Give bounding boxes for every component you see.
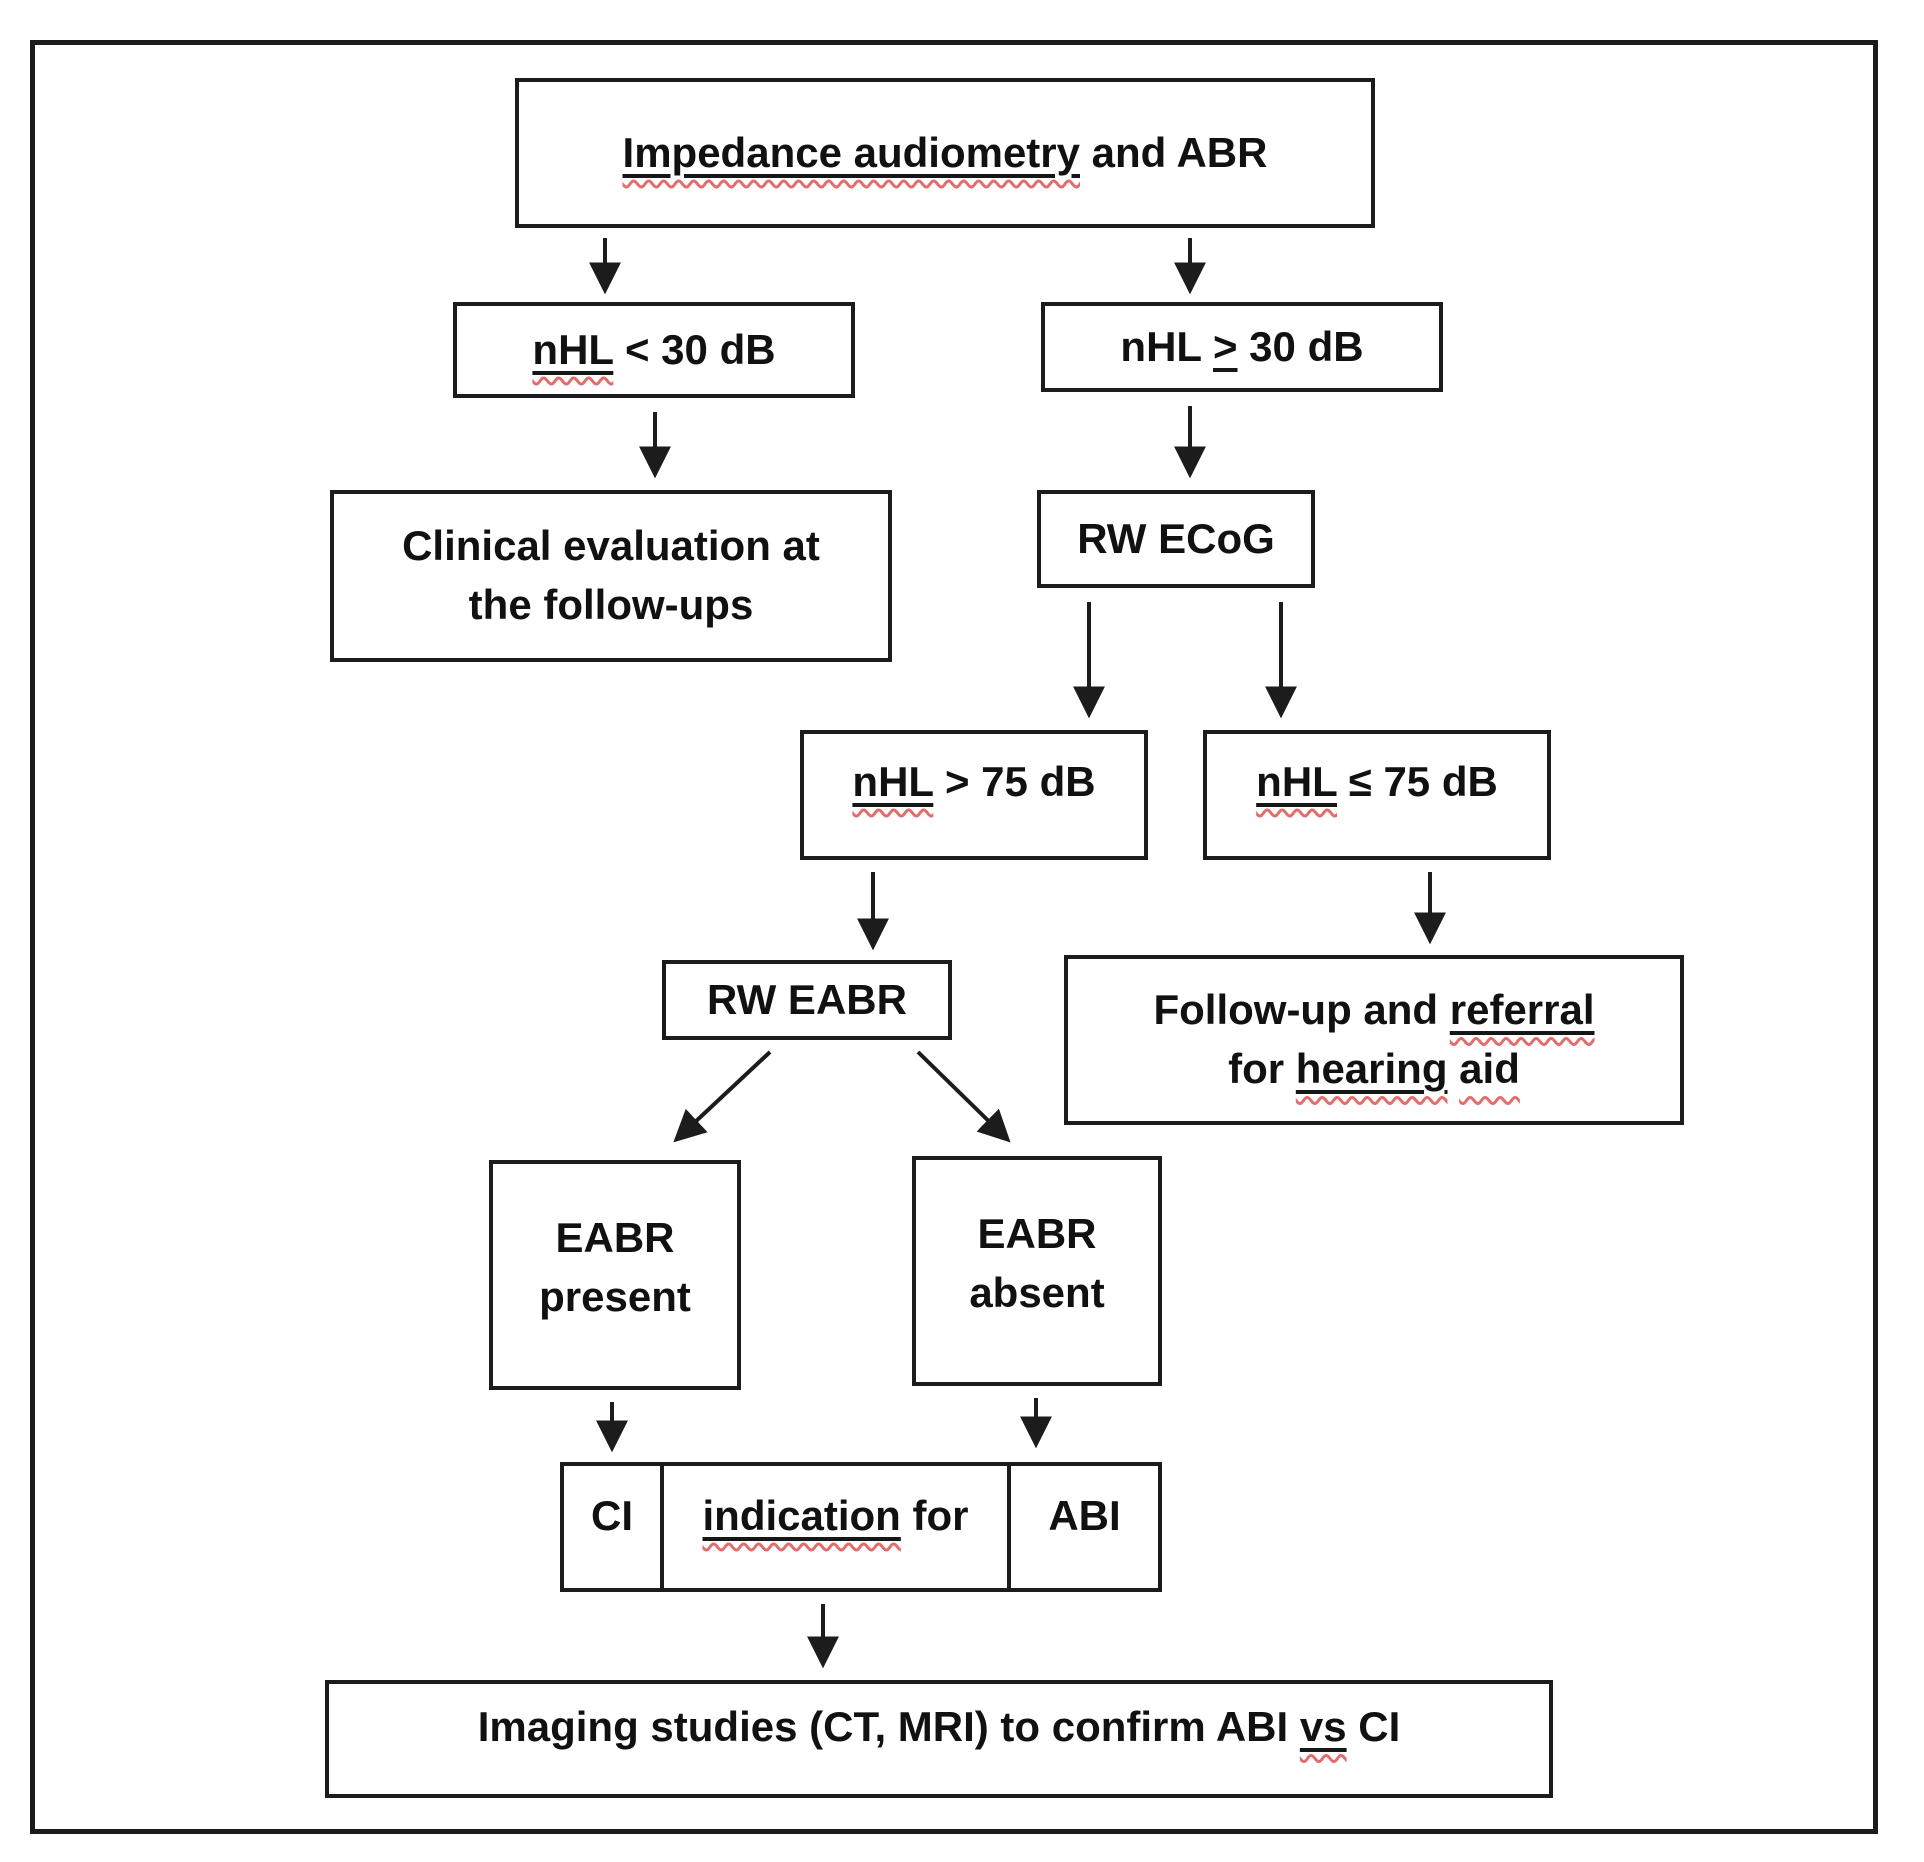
cell-ci: CI [564,1466,664,1588]
node-rw-eabr: RW EABR [662,960,952,1040]
node-followup-hearing-aid: Follow-up and referral for hearing aid [1064,955,1684,1125]
node-label-line2: absent [969,1269,1105,1316]
node-nhl-le-75: nHL ≤ 75 dB [1203,730,1551,860]
underlined-gte-sign: > [1212,322,1238,370]
node-label: nHL > 75 dB [852,757,1096,805]
node-rw-ecog: RW ECoG [1037,490,1315,588]
node-nhl-lt-30: nHL < 30 dB [453,302,855,398]
node-label: nHL < 30 dB [532,325,776,373]
node-imaging-studies: Imaging studies (CT, MRI) to confirm ABI… [325,1680,1553,1798]
cell-abi: ABI [1048,1491,1121,1539]
node-eabr-present: EABR present [489,1160,741,1390]
misspelled-word: referral [1449,986,1595,1034]
node-nhl-gt-75: nHL > 75 dB [800,730,1148,860]
node-label-line1: Clinical evaluation at [402,522,820,570]
node-label-line1: EABR [555,1214,675,1262]
node-label-line2: the follow-ups [468,581,754,628]
misspelled-word: indication [702,1491,901,1539]
figure-border [30,40,1878,1834]
node-label: RW ECoG [1077,514,1275,562]
node-label-line1: EABR [977,1210,1097,1258]
node-impedance-audiometry-abr: Impedance audiometry and ABR [515,78,1375,228]
node-clinical-evaluation: Clinical evaluation at the follow-ups [330,490,892,662]
misspelled-word: Impedance audiometry [622,128,1080,176]
node-nhl-ge-30: nHL > 30 dB [1041,302,1443,392]
misspelled-word: nHL [852,757,934,805]
node-label: nHL ≤ 75 dB [1256,757,1498,805]
node-eabr-absent: EABR absent [912,1156,1162,1386]
node-indication-ci-abi: CI indication for ABI [560,1462,1162,1592]
node-label: nHL > 30 dB [1120,322,1364,370]
misspelled-word: aid [1459,1045,1520,1092]
arrow-eabr-to-absent [916,1050,1011,1143]
misspelled-word: nHL [532,325,614,373]
node-label: Impedance audiometry and ABR [622,128,1268,176]
node-label: Imaging studies (CT, MRI) to confirm ABI… [477,1703,1401,1750]
arrow-eabr-to-present [673,1050,772,1143]
cell-indication-for: indication for [664,1466,1011,1588]
node-label-line2: present [539,1273,691,1320]
node-label: RW EABR [707,975,907,1023]
misspelled-word: vs [1299,1703,1347,1750]
misspelled-word: hearing [1295,1045,1448,1092]
node-label-line2: for hearing aid [1228,1045,1520,1092]
node-label-line1: Follow-up and referral [1153,986,1595,1034]
misspelled-word: nHL [1256,757,1338,805]
